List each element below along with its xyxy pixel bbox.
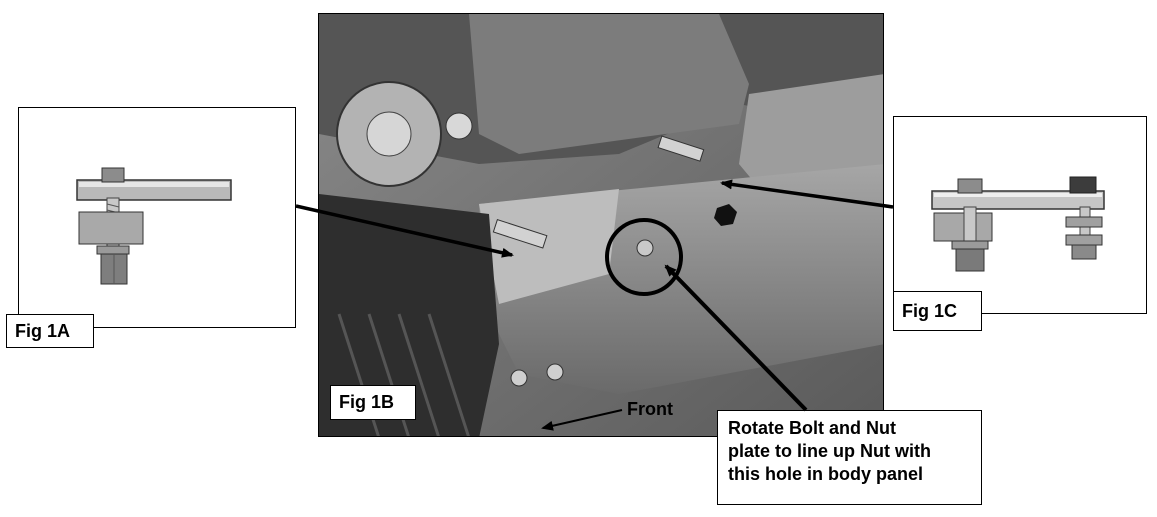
front-direction-label: Front <box>627 399 673 419</box>
instruction-callout: Rotate Bolt and Nut plate to line up Nut… <box>717 410 982 505</box>
t-bolt-assembly-image <box>76 167 232 285</box>
fig-1a-panel <box>18 107 296 328</box>
fig-1c-label: Fig 1C <box>893 291 982 331</box>
fig-1b-label: Fig 1B <box>330 385 416 420</box>
fig-1b-photo <box>318 13 884 437</box>
fig-1a-label: Fig 1A <box>6 314 94 348</box>
vehicle-body-panel-image <box>319 14 883 436</box>
fig-1c-panel <box>893 116 1147 314</box>
bolt-plate-assembly-image <box>931 176 1105 272</box>
